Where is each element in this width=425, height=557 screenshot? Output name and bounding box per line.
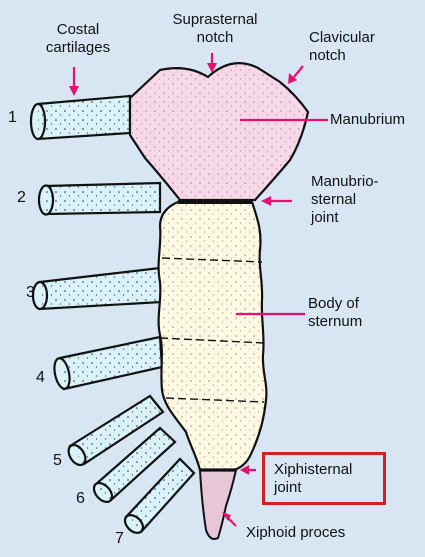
rib-number-6: 6 bbox=[76, 490, 85, 507]
xiphisternal-highlight-box bbox=[262, 452, 386, 505]
costal-cartilage-3 bbox=[38, 266, 164, 311]
costal-cartilage-4 bbox=[58, 335, 164, 391]
manubriosternal-joint-label: Manubrio- sternal joint bbox=[311, 173, 379, 226]
rib-number-3: 3 bbox=[26, 284, 35, 301]
rib-number-4: 4 bbox=[36, 369, 45, 386]
rib-number-1: 1 bbox=[8, 109, 17, 126]
costal-cartilage-2 bbox=[44, 181, 162, 216]
costal-cartilages-label: Costal cartilages bbox=[45, 21, 111, 56]
costal-cartilage-1 bbox=[36, 94, 132, 141]
pointer-arrows bbox=[69, 53, 328, 527]
suprasternal-notch-label: Suprasternal notch bbox=[172, 11, 258, 46]
body-of-sternum-label: Body of sternum bbox=[308, 295, 363, 330]
rib-number-7: 7 bbox=[115, 530, 124, 547]
rib-number-2: 2 bbox=[17, 189, 26, 206]
clavicular-notch-label: Clavicular notch bbox=[309, 29, 375, 64]
xiphoid-process-label: Xiphoid proces bbox=[246, 524, 346, 541]
xiphoid-process bbox=[198, 469, 238, 540]
manubrium-label: Manubrium bbox=[330, 111, 406, 128]
rib-number-5: 5 bbox=[53, 452, 62, 469]
xiphisternal-joint-label: Xiphisternal joint bbox=[274, 461, 353, 496]
